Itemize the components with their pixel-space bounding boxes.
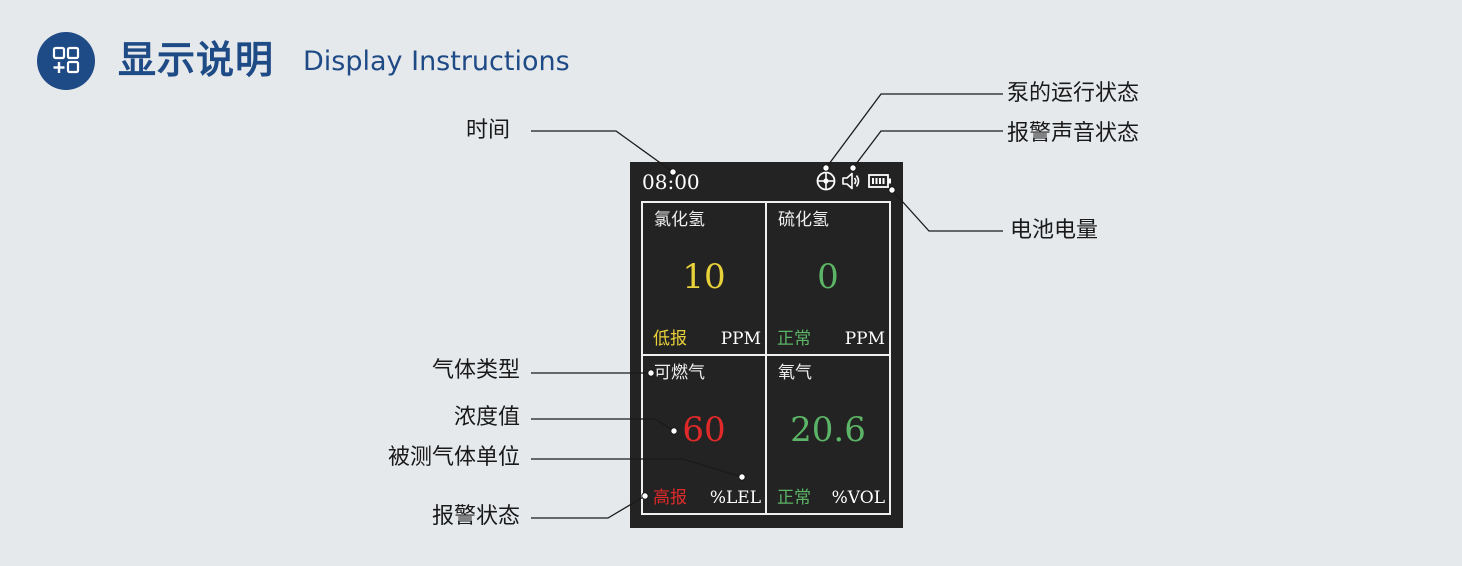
pump-icon (815, 170, 837, 196)
callout-concentration: 浓度值 (453, 405, 520, 430)
page-title: 显示说明 (118, 38, 275, 82)
gas-cell-oxygen: 氧气 20.6 正常 %VOL (767, 356, 889, 513)
gas-name: 氯化氢 (654, 210, 705, 230)
gas-name: 硫化氢 (778, 210, 829, 230)
leader-battery (891, 189, 1003, 232)
gas-unit: PPM (720, 329, 761, 349)
gas-cell-hcl: 氯化氢 10 低报 PPM (643, 203, 767, 356)
time-readout: 08:00 (642, 170, 700, 194)
alarm-status: 正常 (777, 488, 811, 508)
gas-unit: PPM (844, 329, 885, 349)
gas-value: 60 (682, 410, 726, 450)
gas-value: 20.6 (790, 410, 866, 450)
apps-grid-add-icon (52, 46, 80, 74)
gas-name: 氧气 (778, 363, 812, 383)
gas-grid: 氯化氢 10 低报 PPM 硫化氢 0 正常 PPM 可燃气 60 高报 %LE… (641, 201, 891, 515)
gas-name: 可燃气 (654, 363, 705, 383)
leader-alarm (531, 495, 646, 519)
callout-gas-unit: 被测气体单位 (387, 445, 520, 470)
callout-time: 时间 (466, 118, 511, 143)
speaker-icon (840, 170, 862, 196)
callout-battery-level: 电池电量 (1010, 218, 1099, 243)
device-display: 08:00 (630, 162, 903, 528)
gas-cell-combustible: 可燃气 60 高报 %LEL (643, 356, 767, 513)
gas-value: 10 (682, 257, 726, 297)
callout-alarm-sound-status: 报警声音状态 (1007, 121, 1140, 146)
page-subtitle: Display Instructions (303, 46, 570, 77)
callout-alarm-status: 报警状态 (431, 504, 520, 529)
gas-unit: %LEL (709, 488, 761, 508)
status-bar (815, 170, 895, 192)
battery-icon (868, 173, 892, 193)
callout-pump-status: 泵的运行状态 (1007, 81, 1140, 106)
gas-unit: %VOL (831, 488, 885, 508)
leader-pump (825, 93, 1003, 169)
gas-value: 0 (817, 257, 839, 297)
alarm-status: 低报 (653, 329, 687, 349)
header-badge (37, 32, 95, 90)
alarm-status: 高报 (653, 488, 687, 508)
gas-cell-h2s: 硫化氢 0 正常 PPM (767, 203, 889, 356)
callout-gas-type: 气体类型 (431, 358, 520, 383)
alarm-status: 正常 (777, 329, 811, 349)
